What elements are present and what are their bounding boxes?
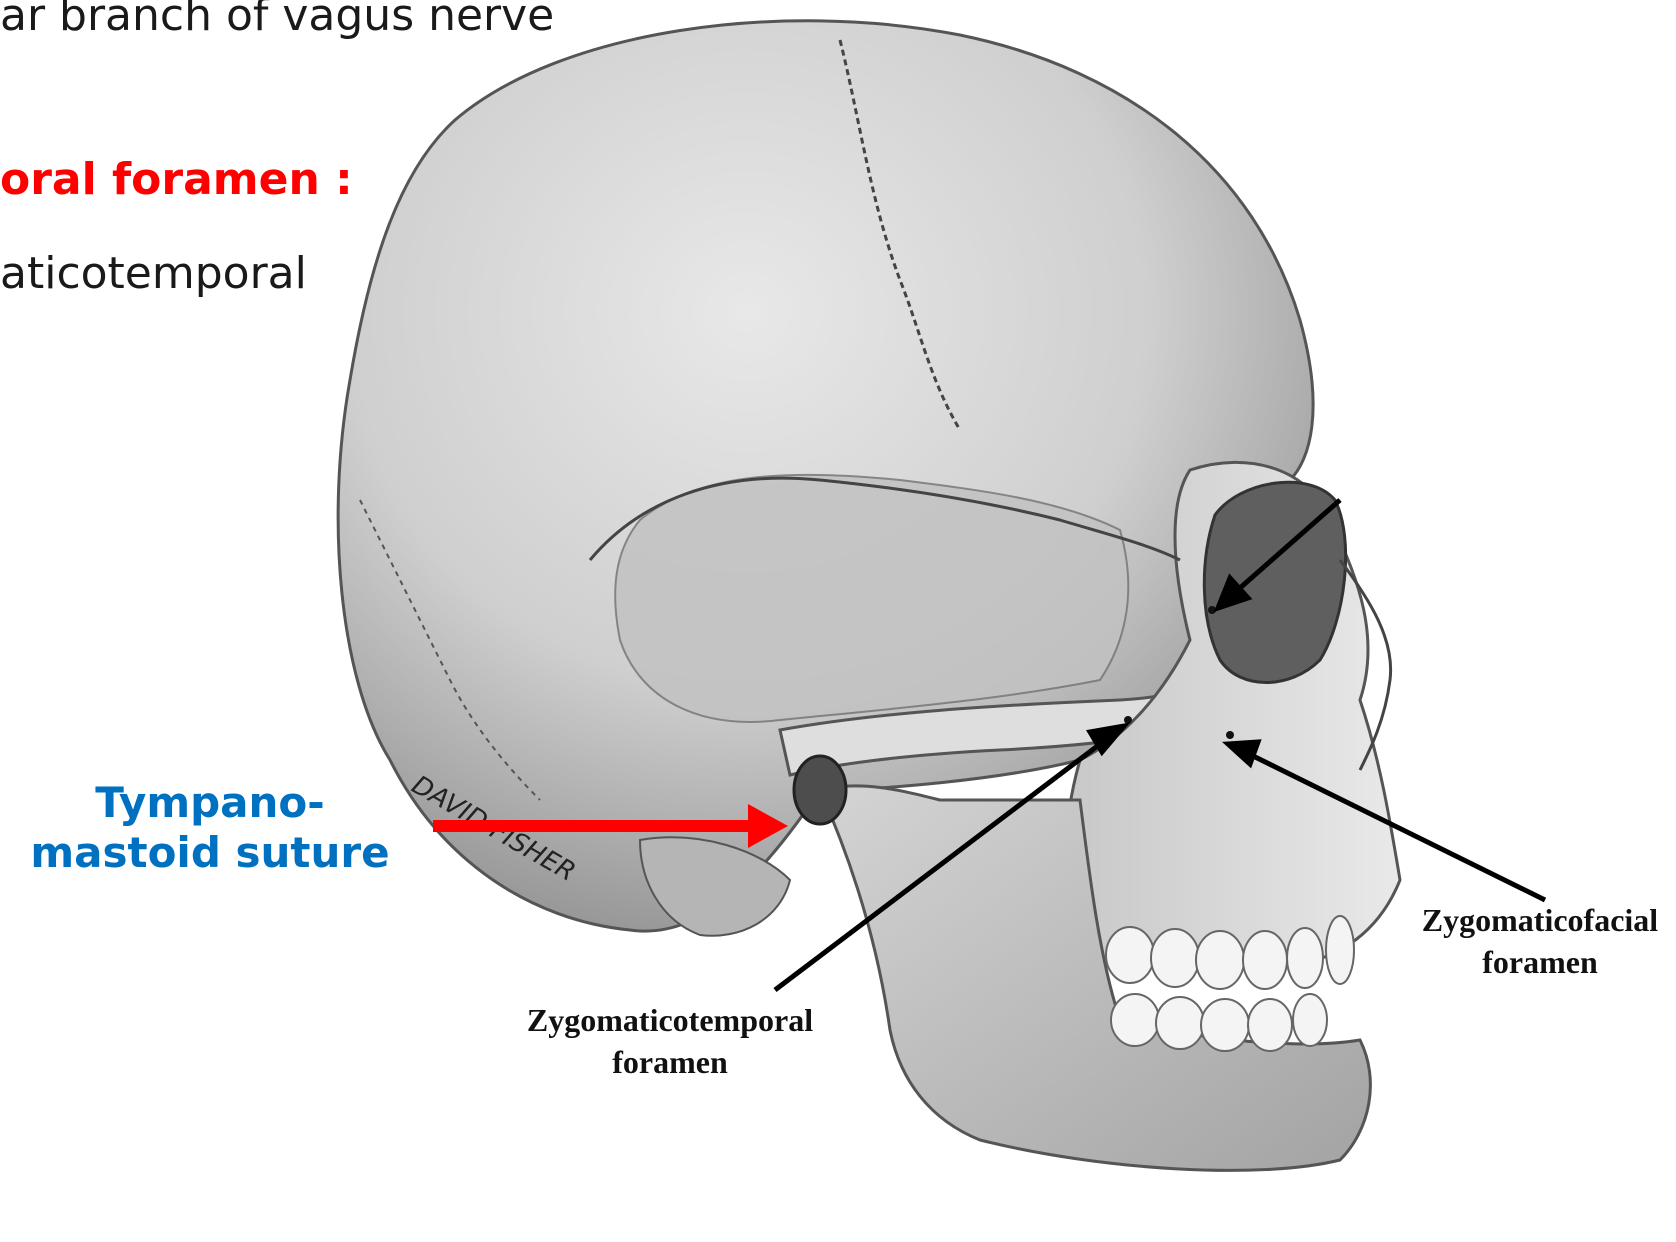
label-zygomaticotemporal-line1: Zygomaticotemporal <box>510 1000 830 1042</box>
zygomaticofacial-foramen-dot <box>1226 731 1234 739</box>
label-tympanomastoid-line1: Tympano- <box>10 778 410 828</box>
label-tympanomastoid-suture: Tympano- mastoid suture <box>10 778 410 877</box>
external-acoustic-meatus <box>794 756 846 824</box>
label-zygomaticofacial-line2: foramen <box>1410 942 1670 984</box>
temporal-fossa <box>615 475 1128 722</box>
label-tympanomastoid-line2: mastoid suture <box>10 828 410 878</box>
teeth <box>1106 916 1354 1051</box>
label-zygomaticofacial-line1: Zygomaticofacial <box>1410 900 1670 942</box>
label-zygomaticotemporal-line2: foramen <box>510 1042 830 1084</box>
label-zygomaticotemporal-foramen: Zygomaticotemporal foramen <box>510 1000 830 1083</box>
label-zygomaticofacial-foramen: Zygomaticofacial foramen <box>1410 900 1670 983</box>
